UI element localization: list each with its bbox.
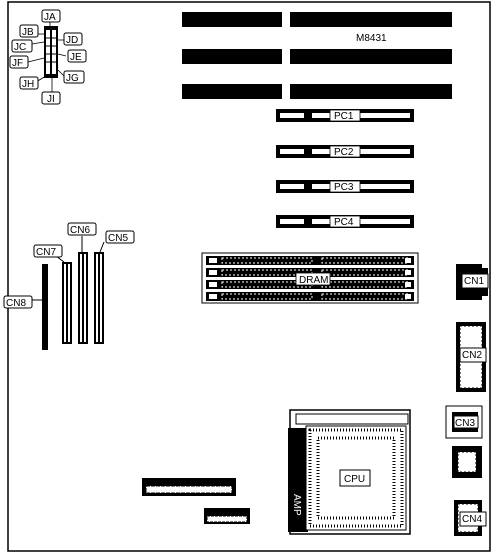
cpu-socket: CPU AMP bbox=[288, 409, 411, 535]
jc-label: JC bbox=[14, 42, 26, 53]
pci-slot-2: PC2 bbox=[276, 145, 414, 158]
header-cn5: CN5 bbox=[94, 230, 135, 344]
header-cn8: CN8 bbox=[3, 264, 48, 350]
connector-keyboard bbox=[452, 446, 482, 478]
cn1-label: CN1 bbox=[464, 276, 484, 287]
header-cn6: CN6 bbox=[67, 222, 97, 344]
cn3-label: CN3 bbox=[455, 418, 475, 429]
connector-cn2: CN2 bbox=[456, 322, 487, 392]
board-model-label: M8431 bbox=[356, 33, 387, 44]
pci-slot-3: PC3 bbox=[276, 180, 414, 193]
ji-label: JI bbox=[47, 94, 55, 105]
cpu-label: CPU bbox=[344, 474, 365, 485]
ja-label: JA bbox=[44, 12, 56, 23]
jf-label: JF bbox=[12, 58, 23, 69]
cn5-label: CN5 bbox=[108, 233, 128, 244]
dram-label: DRAM bbox=[299, 275, 328, 286]
jh-label: JH bbox=[22, 79, 34, 90]
pc4-label: PC4 bbox=[334, 217, 354, 228]
pci-slot-4: PC4 bbox=[276, 215, 414, 228]
connector-cn3: CN3 bbox=[445, 405, 483, 439]
dram-sockets: DRAM bbox=[201, 252, 419, 304]
cn6-label: CN6 bbox=[70, 225, 90, 236]
amp-label: AMP bbox=[291, 494, 302, 516]
connector-cn4: CN4 bbox=[454, 500, 487, 536]
jumper-block-large bbox=[142, 478, 236, 496]
pc3-label: PC3 bbox=[334, 182, 354, 193]
pc2-label: PC2 bbox=[334, 147, 354, 158]
cn2-label: CN2 bbox=[462, 350, 482, 361]
jumper-block-small bbox=[204, 508, 250, 524]
header-cn7: CN7 bbox=[33, 244, 72, 344]
jumper-cluster: JA JB JC JD JE JF JG JH JI bbox=[9, 9, 87, 105]
isa-slots bbox=[182, 12, 452, 99]
pci-slot-1: PC1 bbox=[276, 109, 414, 122]
cn7-label: CN7 bbox=[36, 247, 56, 258]
je-label: JE bbox=[70, 52, 82, 63]
connector-cn1: CN1 bbox=[456, 264, 489, 300]
jg-label: JG bbox=[66, 73, 79, 84]
pc1-label: PC1 bbox=[334, 111, 354, 122]
jb-label: JB bbox=[22, 27, 34, 38]
cn4-label: CN4 bbox=[462, 514, 482, 525]
cn8-label: CN8 bbox=[6, 298, 26, 309]
jd-label: JD bbox=[66, 35, 78, 46]
